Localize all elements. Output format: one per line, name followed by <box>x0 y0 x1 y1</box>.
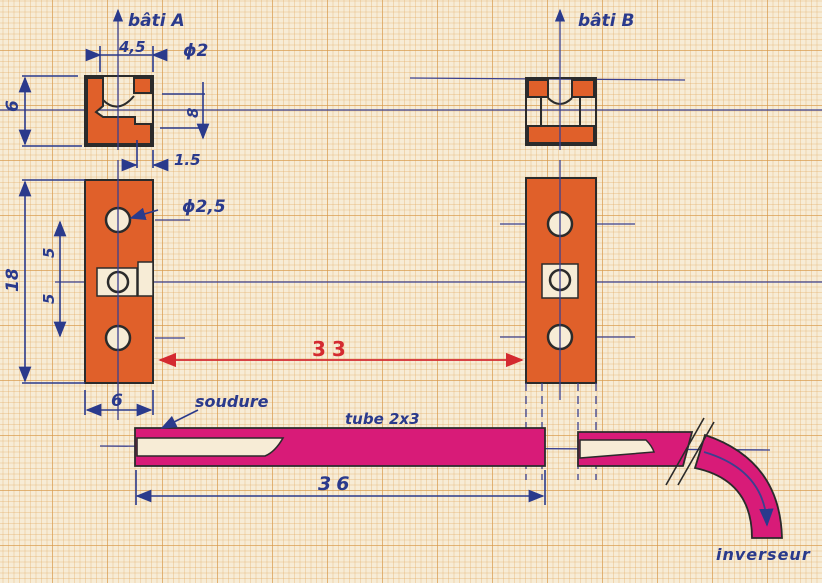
tube-label: tube 2x3 <box>345 410 420 428</box>
tube <box>134 427 546 467</box>
frame-a-front-view <box>84 179 154 384</box>
dim-tube-length: 36 <box>318 473 354 495</box>
frame-a-top-view <box>84 75 154 147</box>
dim-pitch-lower: 5 <box>40 294 58 304</box>
dim-slot-depth: 8 <box>184 108 202 118</box>
weld-label: soudure <box>195 392 269 411</box>
dim-wall: 1.5 <box>174 151 201 169</box>
reverser <box>577 417 783 539</box>
dim-width: 6 <box>111 391 123 411</box>
dim-frame-spacing: 33 <box>312 337 352 361</box>
dim-hole-diameter: ϕ2,5 <box>182 197 226 217</box>
dim-top-height: 6 <box>3 100 23 112</box>
frame-b-front-view <box>525 177 597 384</box>
weld-arrow <box>160 409 199 429</box>
frame-b-label: bâti B <box>578 11 634 31</box>
dim-pitch-upper: 5 <box>40 248 58 258</box>
dimensions-frame-a <box>18 46 210 417</box>
frame-a-label: bâti A <box>128 11 185 31</box>
dim-total-height: 18 <box>3 268 23 292</box>
dim-pin-diameter: ϕ2 <box>183 41 208 61</box>
dim-top-width: 4,5 <box>118 38 146 56</box>
reverser-label: inverseur <box>716 545 811 564</box>
frame-b-top-view <box>525 77 597 146</box>
